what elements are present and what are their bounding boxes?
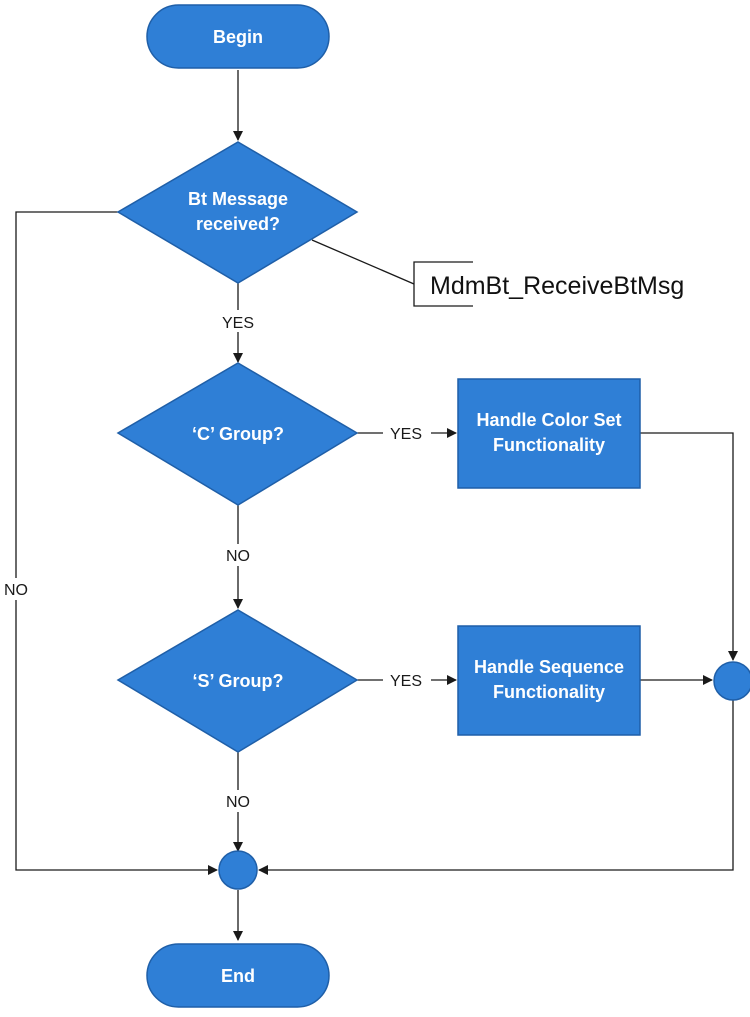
s-no-label-bg: [220, 790, 256, 812]
c-group-label: ‘C’ Group?: [192, 424, 284, 444]
bt-message-decision: [116, 141, 359, 284]
sequence-process: [457, 625, 641, 736]
bt-yes-label: YES: [222, 315, 254, 332]
bt-no-label-bg: [2, 578, 34, 600]
edge-join-to-merge: [258, 700, 734, 875]
annotation-bracket: [413, 261, 473, 307]
c-no-label-bg: [220, 544, 256, 566]
annotation-leader: [311, 239, 415, 285]
edge-bt-no-to-merge: [15, 211, 218, 875]
s-yes-label: YES: [390, 673, 422, 690]
c-yes-label: YES: [390, 426, 422, 443]
sequence-label-line1: Handle Sequence: [474, 657, 624, 677]
bt-yes-label-bg: [214, 310, 262, 332]
sequence-label-line2: Functionality: [493, 682, 605, 702]
c-group-decision: [116, 362, 359, 506]
begin-terminator: [146, 4, 330, 69]
bt-message-label-line1: Bt Message: [188, 189, 288, 209]
annotation-label: MdmBt_ReceiveBtMsg: [430, 272, 684, 300]
s-group-label: ‘S’ Group?: [192, 671, 283, 691]
s-yes-label-bg: [383, 669, 431, 691]
s-group-decision: [116, 609, 359, 753]
merge-connector: [218, 850, 258, 890]
color-set-label-line2: Functionality: [493, 435, 605, 455]
c-yes-label-bg: [383, 422, 431, 444]
edge-color-set-to-join: [640, 432, 738, 661]
begin-label: Begin: [213, 27, 263, 47]
end-terminator: [146, 943, 330, 1008]
bt-message-label-line2: received?: [196, 214, 280, 234]
end-label: End: [221, 966, 255, 986]
color-set-process: [457, 378, 641, 489]
bt-no-label: NO: [4, 582, 28, 599]
s-no-label: NO: [226, 794, 250, 811]
join-connector: [713, 661, 750, 701]
c-no-label: NO: [226, 548, 250, 565]
color-set-label-line1: Handle Color Set: [476, 410, 621, 430]
